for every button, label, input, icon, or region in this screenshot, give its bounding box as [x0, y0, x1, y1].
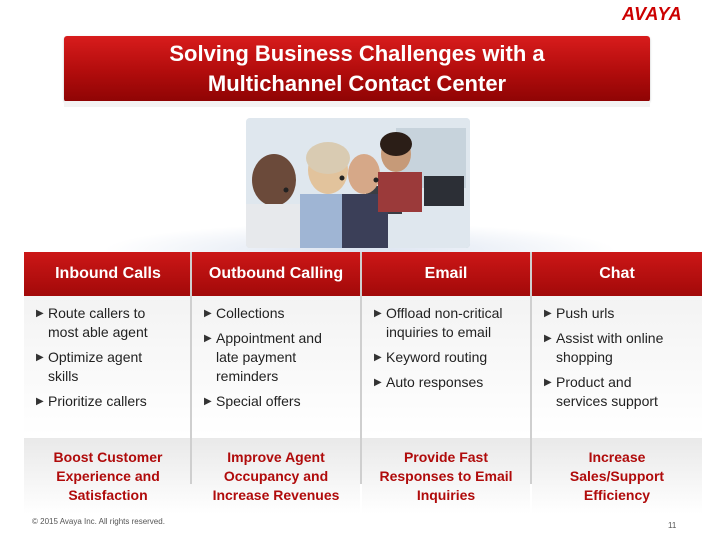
- column-benefit: Improve Agent Occupancy and Increase Rev…: [192, 438, 360, 514]
- list-item: ▶ Assist with online shopping: [544, 330, 664, 365]
- agents-illustration: [246, 118, 470, 248]
- triangle-bullet-icon: ▶: [36, 396, 44, 407]
- slide-title: Solving Business Challenges with a Multi…: [169, 41, 545, 96]
- column-bullets: ▶ Offload non-critical inquiries to emai…: [362, 296, 530, 436]
- contact-center-agents-photo: [246, 118, 470, 248]
- list-item: ▶ Auto responses: [374, 374, 484, 390]
- page-number: 11: [668, 521, 677, 530]
- triangle-bullet-icon: ▶: [544, 333, 552, 344]
- column-header: Chat: [532, 252, 702, 296]
- column-divider: [190, 252, 192, 484]
- column-outbound-calling: Outbound Calling ▶ Collections ▶ Appoint…: [192, 252, 360, 514]
- list-item: ▶ Push urls: [544, 305, 615, 321]
- column-benefit: Boost Customer Experience and Satisfacti…: [24, 438, 192, 514]
- column-inbound-calls: Inbound Calls ▶ Route callers to most ab…: [24, 252, 192, 514]
- triangle-bullet-icon: ▶: [204, 333, 212, 344]
- list-item: ▶ Collections: [204, 305, 285, 321]
- triangle-bullet-icon: ▶: [204, 308, 212, 319]
- triangle-bullet-icon: ▶: [374, 377, 382, 388]
- triangle-bullet-icon: ▶: [36, 352, 44, 363]
- triangle-bullet-icon: ▶: [374, 308, 382, 319]
- title-divider: [64, 101, 650, 107]
- column-header: Outbound Calling: [192, 252, 360, 296]
- column-chat: Chat ▶ Push urls ▶ Assist with online sh…: [532, 252, 702, 514]
- slide-title-banner: Solving Business Challenges with a Multi…: [64, 36, 650, 102]
- column-bullets: ▶ Route callers to most able agent ▶ Opt…: [24, 296, 192, 436]
- avaya-logo: AVAYA: [622, 4, 683, 24]
- column-email: Email ▶ Offload non-critical inquiries t…: [362, 252, 530, 514]
- column-header: Email: [362, 252, 530, 296]
- column-bullets: ▶ Collections ▶ Appointment and late pay…: [192, 296, 360, 436]
- column-header: Inbound Calls: [24, 252, 192, 296]
- triangle-bullet-icon: ▶: [204, 396, 212, 407]
- column-benefit: Increase Sales/Support Efficiency: [532, 438, 702, 514]
- list-item: ▶ Optimize agent skills: [36, 349, 143, 384]
- list-item: ▶ Offload non-critical inquiries to emai…: [374, 305, 503, 340]
- column-bullets: ▶ Push urls ▶ Assist with online shoppin…: [532, 296, 702, 436]
- column-divider: [360, 252, 362, 484]
- list-item: ▶ Special offers: [204, 393, 301, 409]
- triangle-bullet-icon: ▶: [374, 352, 382, 363]
- list-item: ▶ Prioritize callers: [36, 393, 147, 409]
- copyright-text: © 2015 Avaya Inc. All rights reserved.: [32, 517, 165, 526]
- triangle-bullet-icon: ▶: [544, 377, 552, 388]
- triangle-bullet-icon: ▶: [36, 308, 44, 319]
- list-item: ▶ Route callers to most able agent: [36, 305, 148, 340]
- column-benefit: Provide Fast Responses to Email Inquirie…: [362, 438, 530, 514]
- triangle-bullet-icon: ▶: [544, 308, 552, 319]
- list-item: ▶ Product and services support: [544, 374, 658, 409]
- column-divider: [530, 252, 532, 484]
- list-item: ▶ Keyword routing: [374, 349, 488, 365]
- list-item: ▶ Appointment and late payment reminders: [204, 330, 322, 384]
